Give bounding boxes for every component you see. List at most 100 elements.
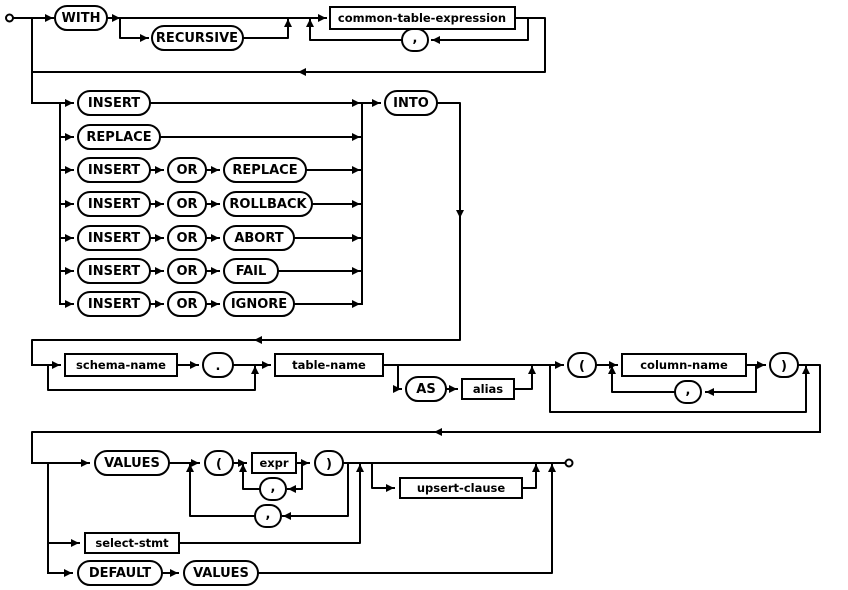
terminal-ignore [223,291,295,317]
terminal-comma-expr-label: , [271,480,276,495]
nonterminal-column-name[interactable] [621,353,747,377]
rail-segment [393,364,402,393]
terminal-dot [202,352,234,378]
end-terminal [564,458,574,468]
terminal-lparen-values [204,450,234,476]
rail-segment [178,463,364,544]
rail-segment [797,364,821,433]
terminal-insert-r4-label: INSERT [88,197,140,212]
nonterminal-column-name-label: column-name [640,358,728,372]
terminal-as-label: AS [416,382,435,397]
terminal-or-r5 [167,225,207,251]
terminal-or-r6-label: OR [176,264,197,279]
terminal-values [94,450,170,476]
terminal-rparen-values-label: ) [326,457,332,472]
terminal-replace-r3-label: REPLACE [232,163,297,178]
terminal-replace-r2 [77,124,161,150]
terminal-comma-cte [401,28,429,52]
rail-segment [47,364,259,391]
terminal-as [405,376,447,402]
terminal-with [54,5,108,31]
nonterminal-schema-name[interactable] [64,353,178,377]
terminal-lparen-values-label: ( [216,457,222,472]
rail-segment [253,217,461,344]
terminal-or-r5-label: OR [176,231,197,246]
terminal-default-label: DEFAULT [89,566,151,581]
nonterminal-schema-name-label: schema-name [76,358,166,372]
rail-segment [549,364,810,413]
terminal-insert-r6 [77,258,151,284]
terminal-insert-r7 [77,291,151,317]
start-terminal [5,13,14,23]
terminal-lparen-columns [567,352,597,378]
terminal-comma-rows [254,504,282,528]
terminal-comma-cte-label: , [413,31,418,46]
terminal-values-2-label: VALUES [193,566,249,581]
rail-segment [436,102,464,219]
terminal-comma-columns [674,380,702,404]
terminal-replace-r2-label: REPLACE [86,130,151,145]
terminal-insert-r5 [77,225,151,251]
rail-segment [257,463,556,574]
terminal-comma-expr [259,477,287,501]
terminal-recursive-label: RECURSIVE [156,31,238,46]
rail-segment [521,463,540,489]
rail-segment [239,463,261,490]
nonterminal-select-stmt-label: select-stmt [95,536,169,550]
nonterminal-common-table-expression[interactable] [329,6,516,30]
terminal-or-r4-label: OR [176,197,197,212]
terminal-fail-label: FAIL [236,264,267,279]
nonterminal-expr[interactable] [251,452,297,474]
nonterminal-alias[interactable] [461,378,515,400]
rail-segment [431,17,529,44]
rail-segment [31,339,255,366]
terminal-insert-r7-label: INSERT [88,297,140,312]
terminal-rparen-values [314,450,344,476]
rail-segment [513,365,536,390]
terminal-insert-r3-label: INSERT [88,163,140,178]
rail-segment [371,462,395,492]
terminal-or-r7 [167,291,207,317]
nonterminal-upsert-clause-label: upsert-clause [417,481,506,495]
rail-segment [186,463,256,517]
terminal-dot-label: . [216,359,221,374]
terminal-insert-r1 [77,90,151,116]
rail-segment [119,17,149,42]
terminal-lparen-columns-label: ( [579,359,585,374]
terminal-or-r7-label: OR [176,297,197,312]
nonterminal-alias-label: alias [473,382,503,396]
terminal-rollback-label: ROLLBACK [229,197,307,212]
terminal-or-r3 [167,157,207,183]
nonterminal-table-name[interactable] [274,353,384,377]
terminal-into-label: INTO [393,96,429,111]
terminal-insert-r6-label: INSERT [88,264,140,279]
rail-segment [608,365,676,393]
rail-segment [242,18,292,39]
terminal-insert-r1-label: INSERT [88,96,140,111]
terminal-or-r3-label: OR [176,163,197,178]
terminal-default [77,560,163,586]
terminal-rollback [223,191,313,217]
terminal-insert-r4 [77,191,151,217]
rail-segment [282,462,349,520]
rail-segment [306,18,403,41]
terminal-insert-r5-label: INSERT [88,231,140,246]
nonterminal-upsert-clause[interactable] [399,477,523,499]
terminal-values-2 [183,560,259,586]
terminal-fail [223,258,279,284]
nonterminal-expr-label: expr [259,456,288,470]
nonterminal-table-name-label: table-name [292,358,366,372]
terminal-with-label: WITH [62,11,101,26]
rail-segment [31,431,435,464]
rail-segment [297,17,546,76]
terminal-ignore-label: IGNORE [231,297,287,312]
terminal-or-r4 [167,191,207,217]
terminal-recursive [151,25,244,51]
terminal-rparen-columns [769,352,799,378]
terminal-comma-columns-label: , [686,383,691,398]
terminal-comma-rows-label: , [266,507,271,522]
terminal-replace-r3 [223,157,307,183]
nonterminal-select-stmt[interactable] [84,532,180,554]
